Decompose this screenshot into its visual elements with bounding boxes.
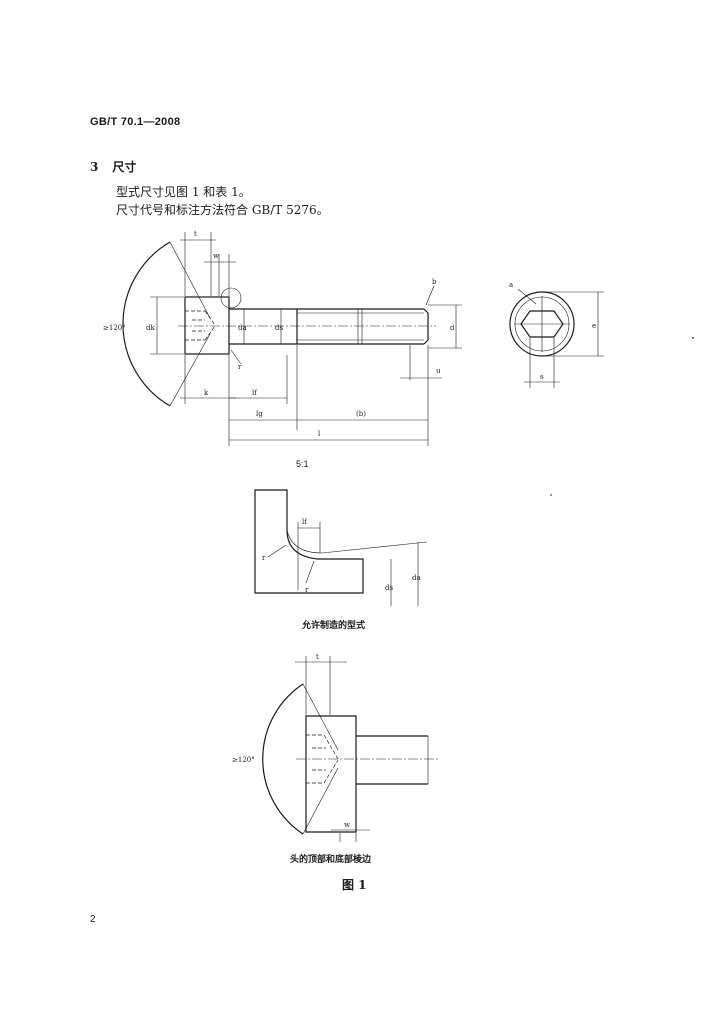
mark-a: a [509,281,513,289]
detail-label-ds: ds [385,584,393,592]
dim-label-r: r [238,363,242,371]
chamfer-label-w: w [344,821,350,829]
standard-code: GB/T 70.1—2008 [90,116,181,128]
chamfer-label-t: t [316,653,319,661]
caption-head-edges: 头的顶部和底部棱边 [290,855,372,865]
detail-label-r2: r [305,586,309,594]
dim-label-k: k [204,389,209,397]
dim-label-paren-b: (b) [356,410,366,418]
paragraph-dimension-symbols: 尺寸代号和标注方法符合 GB/T 5276。 [116,203,329,217]
mark-b: b [432,278,437,286]
dim-label-u: u [436,367,441,375]
chamfer-angle-label: ≥120° [232,756,255,764]
dim-label-da: da [238,324,247,332]
figure-label: 图 1 [342,878,367,892]
detail-scale-label: 5:1 [296,459,309,469]
page-number: 2 [90,914,96,925]
head-outer-circle [509,291,575,357]
detail-label-da: da [412,574,421,582]
head-angle-arc [122,241,171,407]
detail-marker-circle [220,287,242,309]
detail-fillet-line [286,529,428,554]
dim-label-s: s [540,373,544,381]
section-heading: 3 尺寸 [90,158,136,175]
chamfer-head-outline [305,715,357,833]
dim-label-t: t [194,230,197,238]
dim-label-ds: ds [275,324,283,332]
bolt-head-outline [184,296,230,355]
angle-label: ≥120° [103,324,126,332]
detail-outline [254,489,364,594]
dim-label-w: w [213,252,219,260]
paragraph-form-dimensions: 型式尺寸见图 1 和表 1。 [116,185,251,199]
head-end-view [509,291,575,357]
detail-label-r1: r [262,554,266,562]
caption-allowed-form: 允许制造的型式 [302,621,366,631]
detail-allowed-form: lf r r ds da [254,489,428,606]
detail-label-lf: lf [302,518,308,526]
section-title: 尺寸 [112,160,137,174]
dim-label-e: e [592,322,596,330]
dim-label-l: l [318,430,321,438]
bolt-side-view [178,287,436,355]
dim-label-lg: lg [256,410,263,418]
section-number: 3 [90,160,99,174]
dim-label-d: d [450,324,455,332]
chamfer-view [262,656,440,842]
dim-label-lf: lf [252,389,258,397]
dim-label-dk: dk [146,324,155,332]
